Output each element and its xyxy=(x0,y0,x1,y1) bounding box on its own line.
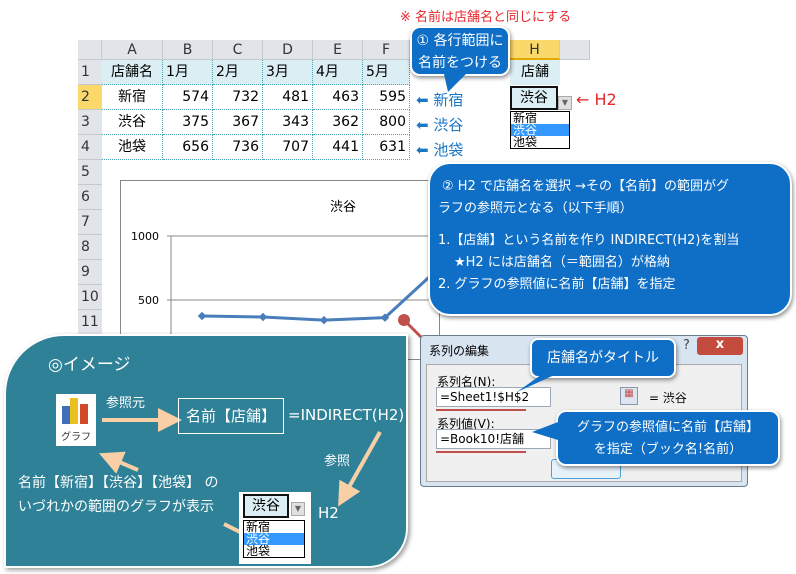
select-all-corner[interactable] xyxy=(78,40,102,60)
value-cell[interactable]: 656 xyxy=(163,135,213,160)
value-cell[interactable]: 441 xyxy=(313,135,363,160)
callout-name-ranges: ① 各行範囲に名前をつける xyxy=(410,26,510,76)
data-point xyxy=(197,311,207,321)
value-cell[interactable]: 463 xyxy=(313,85,363,110)
dropdown-option[interactable]: 池袋 xyxy=(513,135,538,149)
dropdown-arrow-button[interactable]: ▼ xyxy=(558,96,572,110)
description-line1: 名前【新宿】【渋谷】【池袋】 の xyxy=(18,475,219,491)
column-header-b[interactable]: B xyxy=(163,40,213,60)
column-header-c[interactable]: C xyxy=(213,40,263,60)
series-values-label: 系列値(V): xyxy=(437,417,495,431)
name-box: 名前【店舗】 xyxy=(178,398,284,434)
data-point xyxy=(319,315,329,325)
y-tick-label: 500 xyxy=(138,294,159,307)
arrow-left-icon: ⬅ xyxy=(416,91,434,109)
row-label-ikebukuro: ⬅ 池袋 xyxy=(416,141,464,159)
callout-tail xyxy=(444,74,466,92)
h2-label: ← H2 xyxy=(576,90,617,109)
note-text: ※ 名前は店舗名と同じにする xyxy=(400,10,572,25)
help-button[interactable]: ? xyxy=(683,338,690,353)
panel-title: ◎イメージ xyxy=(48,355,131,375)
store-name-cell[interactable]: 新宿 xyxy=(102,85,163,110)
dialog-title: 系列の編集 xyxy=(429,344,490,358)
underline xyxy=(436,409,526,411)
range-select-icon[interactable]: ▦ xyxy=(620,387,638,405)
value-cell[interactable]: 343 xyxy=(263,110,313,135)
column-header-f[interactable]: F xyxy=(363,40,410,60)
value-cell[interactable]: 367 xyxy=(213,110,263,135)
value-cell[interactable]: 574 xyxy=(163,85,213,110)
store-name-cell[interactable]: 渋谷 xyxy=(102,110,163,135)
h2-cell[interactable]: 渋谷 xyxy=(510,86,558,110)
column-header-a[interactable]: A xyxy=(102,40,163,60)
header-cell[interactable]: 1月 xyxy=(163,60,213,85)
close-button[interactable]: x xyxy=(697,337,743,355)
value-cell[interactable]: 631 xyxy=(363,135,410,160)
y-tick-label: 1000 xyxy=(131,230,159,243)
callout-tail xyxy=(517,372,561,392)
flow-arrows xyxy=(98,408,382,534)
column-header-d[interactable]: D xyxy=(263,40,313,60)
header-cell[interactable]: 2月 xyxy=(213,60,263,85)
value-cell[interactable]: 732 xyxy=(213,85,263,110)
arrow-left-icon: ⬅ xyxy=(416,141,434,159)
arrow-left-icon: ⬅ xyxy=(416,116,434,134)
value-cell[interactable]: 707 xyxy=(263,135,313,160)
row-header[interactable]: 2 xyxy=(78,85,102,110)
value-cell[interactable]: 800 xyxy=(363,110,410,135)
value-cell[interactable]: 595 xyxy=(363,85,410,110)
header-cell[interactable]: 5月 xyxy=(363,60,410,85)
chart-title: 渋谷 xyxy=(330,200,356,215)
series-name-result: = 渋谷 xyxy=(649,391,687,405)
data-point xyxy=(258,312,268,322)
header-cell[interactable]: 4月 xyxy=(313,60,363,85)
callout-tail xyxy=(532,422,558,440)
value-cell[interactable]: 736 xyxy=(213,135,263,160)
dropdown-list[interactable]: 新宿 渋谷 池袋 xyxy=(510,111,570,149)
row-header[interactable]: 4 xyxy=(78,135,102,160)
ref-label: 参照 xyxy=(324,454,351,469)
dropdown-option[interactable]: 新宿 xyxy=(513,111,538,125)
row-header[interactable]: 5 xyxy=(78,160,102,185)
underline xyxy=(436,451,526,453)
ref-source-label: 参照元 xyxy=(106,396,146,411)
header-cell[interactable]: 3月 xyxy=(263,60,313,85)
column-header-i[interactable] xyxy=(560,40,590,60)
row-header[interactable]: 8 xyxy=(78,235,102,260)
row-header[interactable]: 3 xyxy=(78,110,102,135)
chart-area[interactable]: 渋谷 1000 500 xyxy=(120,180,451,361)
row-label-shibuya: ⬅ 渋谷 xyxy=(416,116,464,134)
row-header[interactable]: 9 xyxy=(78,260,102,285)
dropdown-example: 渋谷 ▼ 新宿渋谷池袋 xyxy=(239,492,311,564)
callout-title-note: 店舗名がタイトル xyxy=(530,338,676,378)
row-header[interactable]: 10 xyxy=(78,285,102,310)
row-header[interactable]: 1 xyxy=(78,60,102,85)
row-header[interactable]: 11 xyxy=(78,310,102,335)
graph-icon: グラフ xyxy=(56,394,96,446)
row-header[interactable]: 7 xyxy=(78,210,102,235)
series-name-input[interactable]: =Sheet1!$H$2 xyxy=(436,387,551,407)
line-chart: 渋谷 1000 500 xyxy=(131,200,451,361)
formula-text: =INDIRECT(H2) xyxy=(288,406,405,424)
series-name-label: 系列名(N): xyxy=(437,375,496,389)
image-panel: ◎イメージ グラフ 参照元 名前【店舗】 =INDIRECT(H2) 参照 名前… xyxy=(4,334,408,568)
row-header[interactable]: 6 xyxy=(78,185,102,210)
description-line2: いづれかの範囲のグラフが表示 xyxy=(18,499,214,515)
column-header-e[interactable]: E xyxy=(313,40,363,60)
value-cell[interactable]: 362 xyxy=(313,110,363,135)
value-cell[interactable]: 481 xyxy=(263,85,313,110)
data-point xyxy=(380,313,390,322)
value-cell[interactable]: 375 xyxy=(163,110,213,135)
h1-cell[interactable]: 店舗 xyxy=(510,60,560,85)
store-name-cell[interactable]: 池袋 xyxy=(102,135,163,160)
callout-steps: ② H2 で店舗名を選択 →その【名前】の範囲がグ ラフの参照元となる（以下手順… xyxy=(428,162,792,316)
dropdown-option-selected[interactable]: 渋谷 xyxy=(511,124,569,136)
h2-text: H2 xyxy=(318,504,339,522)
row-label-shinjuku: ⬅ 新宿 xyxy=(416,91,464,109)
header-cell[interactable]: 店舗名 xyxy=(102,60,163,85)
series-values-input[interactable]: =Book10!店舗 xyxy=(436,429,551,449)
column-header-h[interactable]: H xyxy=(510,40,560,60)
callout-values-note: グラフの参照値に名前【店舗】を指定（ブック名!名前） xyxy=(556,410,780,466)
